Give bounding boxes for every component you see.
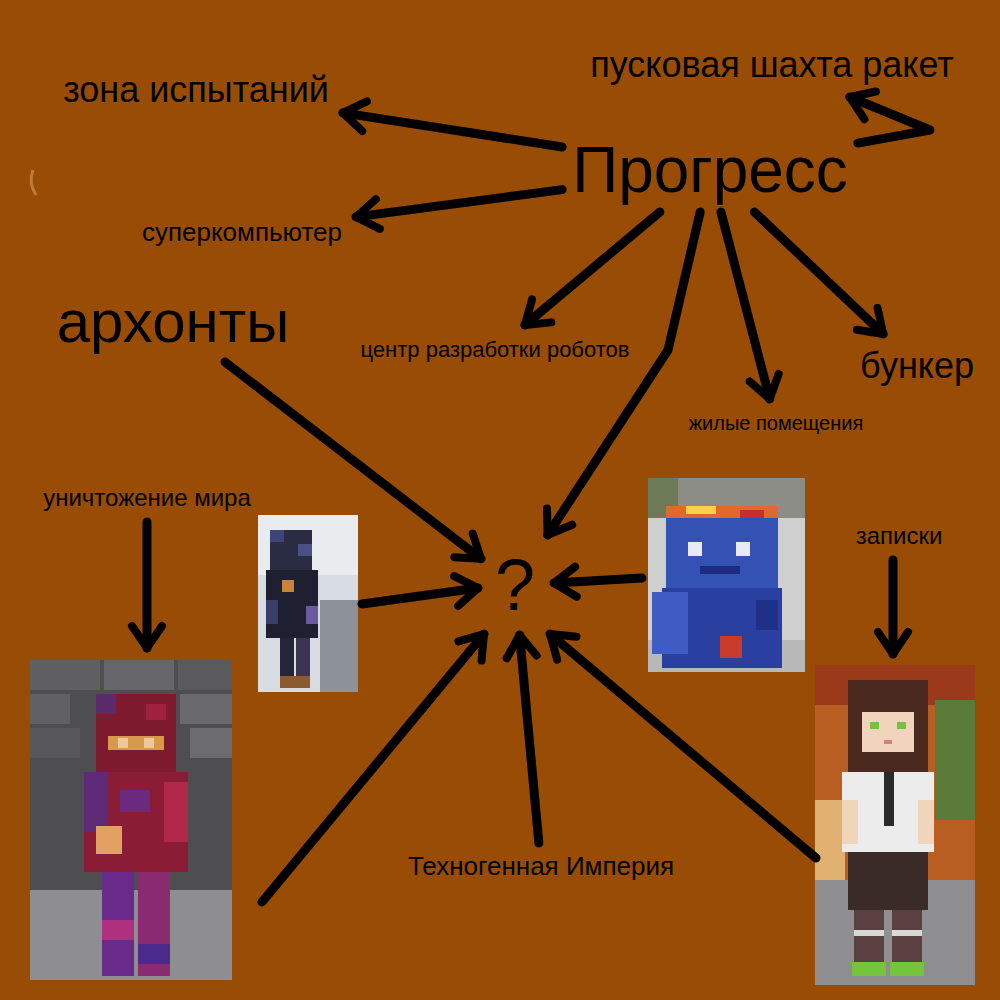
text-node: архонты (55, 290, 292, 354)
node-label: бункер (860, 348, 974, 384)
connector-arrow (525, 212, 660, 325)
text-node: ? (493, 547, 537, 623)
text-node: пусковая шахта ракет (588, 45, 956, 85)
leader-arrow (362, 588, 478, 604)
text-node: жилые помещения (687, 411, 866, 435)
node-label: Техногенная Империя (408, 853, 674, 879)
connector-arrow (754, 212, 883, 334)
connector-arrow (850, 97, 930, 143)
node-label: пусковая шахта ракет (590, 47, 954, 83)
connector-arrow (721, 212, 770, 399)
girl-figure-picture (815, 665, 975, 985)
text-node: записки (854, 522, 945, 550)
red-figure-picture (30, 660, 232, 980)
text-node: Техногенная Империя (406, 851, 676, 881)
connector-arrow (548, 212, 701, 535)
leader-arrow (889, 560, 898, 654)
node-label: архонты (57, 292, 290, 352)
leader-arrow (143, 522, 152, 648)
text-node: бункер (858, 346, 976, 386)
node-label: записки (856, 524, 943, 548)
smudge (31, 170, 36, 195)
node-label: суперкомпьютер (142, 219, 342, 245)
leader-arrow (550, 634, 816, 858)
text-node: Прогресс (570, 136, 850, 204)
dark-figure-picture (258, 515, 358, 692)
connector-arrow (343, 113, 562, 147)
text-node: уничтожение мира (41, 484, 253, 512)
node-label: уничтожение мира (43, 486, 251, 510)
text-node: центр разработки роботов (359, 337, 632, 363)
node-label: центр разработки роботов (361, 339, 630, 361)
node-label: зона испытаний (63, 72, 329, 108)
leader-arrow (554, 578, 642, 583)
connector-arrow (356, 190, 562, 217)
text-node: суперкомпьютер (140, 217, 344, 247)
text-node: зона испытаний (61, 70, 331, 110)
node-label: Прогресс (572, 138, 848, 202)
node-label: жилые помещения (689, 413, 864, 433)
node-label: ? (495, 549, 535, 621)
blue-figure-picture (648, 478, 805, 672)
connector-arrow (520, 635, 539, 843)
connector-arrow (225, 362, 481, 559)
